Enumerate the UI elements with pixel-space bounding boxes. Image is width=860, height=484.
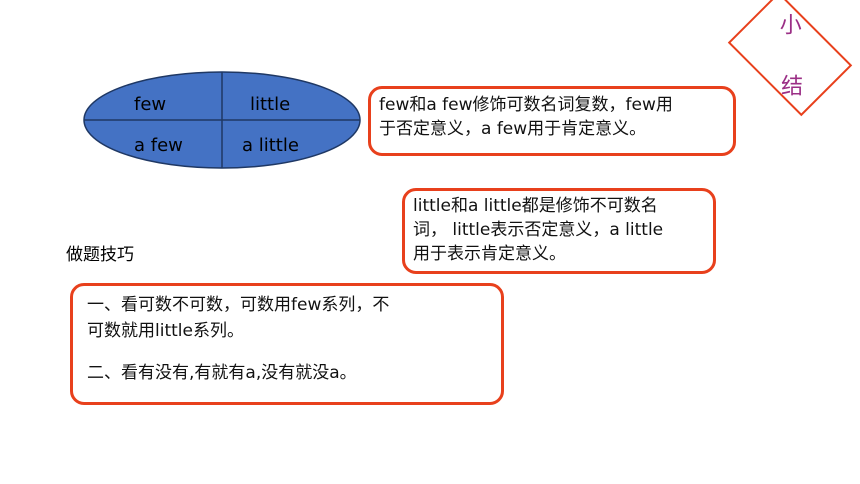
summary-tag-char: 结 <box>781 74 804 100</box>
tips-title: 做题技巧 <box>66 245 134 265</box>
tips-box: 一、看可数不可数，可数用few系列，不 可数就用little系列。 二、看有没有… <box>70 283 504 405</box>
cell-a-little: a little <box>242 135 299 156</box>
summary-tag: 小 结 <box>727 0 853 117</box>
little-explanation-line: little和a little都是修饰不可数名 <box>413 196 658 216</box>
cell-a-few: a few <box>134 135 183 156</box>
summary-tag-char: 小 <box>779 13 802 39</box>
few-explanation-box: few和a few修饰可数名词复数，few用 于否定意义，a few用于肯定意义… <box>368 86 736 156</box>
tip-line: 可数就用little系列。 <box>87 321 244 341</box>
cell-few: few <box>134 94 166 115</box>
tip-line: 一、看可数不可数，可数用few系列，不 <box>87 295 390 315</box>
little-explanation-box: little和a little都是修饰不可数名 词， little表示否定意义，… <box>402 188 716 274</box>
little-explanation-line: 用于表示肯定意义。 <box>413 244 566 264</box>
tip-spacer <box>87 344 487 360</box>
few-explanation-line: few和a few修饰可数名词复数，few用 <box>379 95 673 115</box>
few-little-ellipse-diagram: few little a few a little <box>83 71 361 169</box>
cell-little: little <box>250 94 290 115</box>
tip-line: 二、看有没有,有就有a,没有就没a。 <box>87 363 357 383</box>
few-explanation-line: 于否定意义，a few用于肯定意义。 <box>379 119 647 139</box>
little-explanation-line: 词， little表示否定意义，a little <box>413 220 664 240</box>
